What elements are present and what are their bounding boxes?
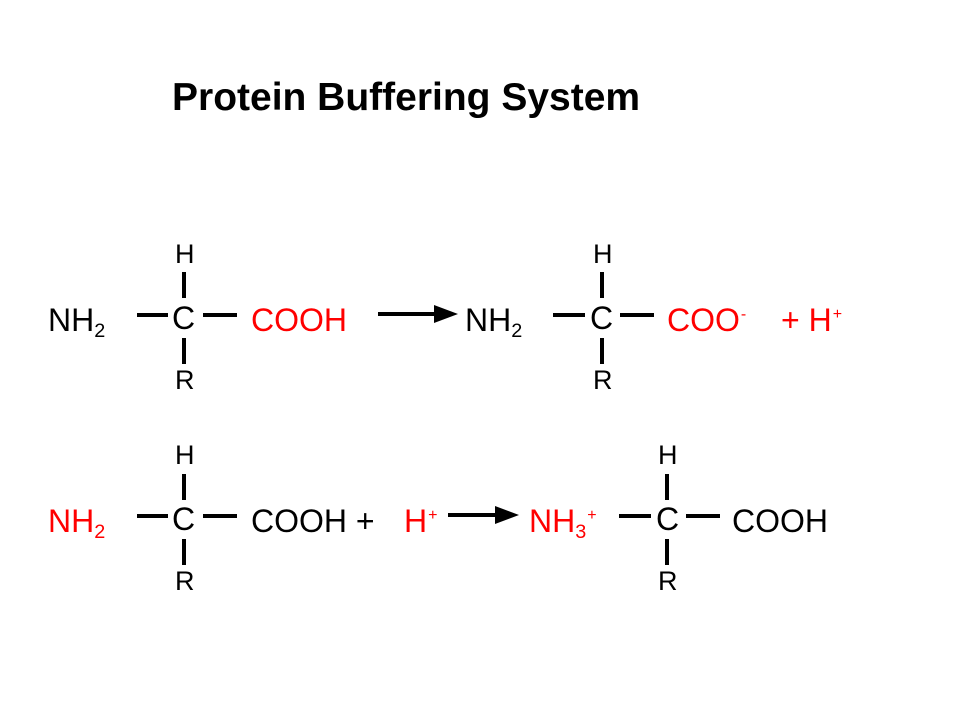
proton-charge: + bbox=[428, 507, 438, 525]
bond-n-c bbox=[553, 313, 585, 317]
reaction-arrow-1 bbox=[378, 305, 458, 323]
amine-text: NH bbox=[48, 302, 95, 338]
amine-subscript: 2 bbox=[94, 320, 106, 343]
bond-n-c bbox=[619, 514, 651, 518]
amine-subscript: 2 bbox=[511, 320, 523, 343]
r-group-label: R bbox=[175, 365, 195, 395]
proton-charge: + bbox=[832, 306, 843, 324]
alpha-carbon: C bbox=[656, 501, 680, 537]
amine-text: NH bbox=[465, 302, 512, 338]
amine-group: NH2 bbox=[465, 302, 522, 341]
ammonium-group: NH3+ bbox=[529, 503, 597, 542]
bond-c-h bbox=[182, 474, 186, 500]
bond-c-h bbox=[600, 272, 604, 298]
amine-subscript: 3 bbox=[575, 521, 587, 544]
carboxylate-group: COO- bbox=[667, 304, 746, 336]
hydrogen-label: H bbox=[593, 239, 613, 269]
alpha-carbon: C bbox=[172, 501, 196, 537]
page-title: Protein Buffering System bbox=[172, 76, 641, 119]
amine-charge: + bbox=[587, 507, 597, 525]
bond-c-r bbox=[182, 539, 186, 565]
r-group-label: R bbox=[658, 566, 678, 596]
hydrogen-label: H bbox=[175, 239, 195, 269]
bond-c-h bbox=[665, 474, 669, 500]
reaction-arrow-2 bbox=[448, 506, 519, 524]
bond-c-cooh bbox=[203, 514, 237, 518]
bond-c-cooh bbox=[686, 514, 720, 518]
bond-c-cooh bbox=[203, 313, 237, 317]
released-proton: + H+ bbox=[781, 304, 842, 336]
proton-text: H bbox=[404, 503, 428, 539]
amine-subscript: 2 bbox=[94, 521, 106, 544]
carboxyl-group: COOH bbox=[732, 503, 828, 539]
r-group-label: R bbox=[593, 365, 613, 395]
hydrogen-label: H bbox=[175, 440, 195, 470]
amine-text: NH bbox=[529, 503, 576, 539]
bond-c-coo bbox=[620, 313, 654, 317]
bond-c-r bbox=[182, 338, 186, 364]
bond-n-c bbox=[137, 514, 168, 518]
bond-n-c bbox=[137, 313, 168, 317]
carboxylate-text: COO bbox=[667, 302, 740, 338]
alpha-carbon: C bbox=[172, 300, 196, 336]
r-group-label: R bbox=[175, 566, 195, 596]
bond-c-r bbox=[665, 539, 669, 565]
carboxyl-group: COOH bbox=[251, 302, 347, 338]
amine-text: NH bbox=[48, 503, 95, 539]
alpha-carbon: C bbox=[590, 300, 614, 336]
amine-group: NH2 bbox=[48, 302, 105, 341]
hydrogen-label: H bbox=[658, 440, 678, 470]
proton-text: + H bbox=[781, 302, 832, 338]
amine-group: NH2 bbox=[48, 503, 105, 542]
carboxylate-charge: - bbox=[740, 306, 747, 324]
bond-c-r bbox=[600, 338, 604, 364]
added-proton: H+ bbox=[404, 505, 437, 537]
bond-c-h bbox=[182, 272, 186, 298]
carboxyl-group: COOH + bbox=[251, 503, 375, 539]
